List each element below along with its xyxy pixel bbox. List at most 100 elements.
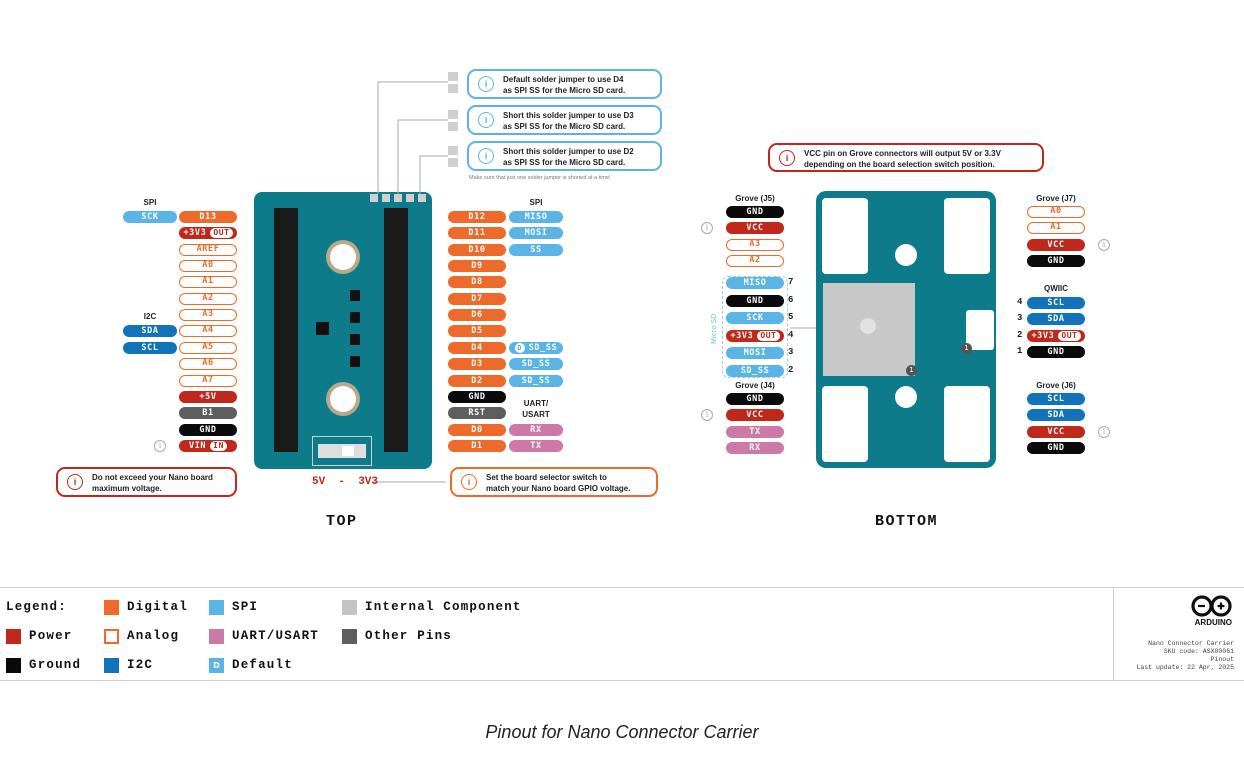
legend-swatch: [104, 600, 119, 615]
solder-jumper: [370, 194, 378, 202]
pin-label-grove-j5: A2: [726, 255, 784, 267]
legend-label: I2C: [127, 658, 154, 672]
legend-swatch: [6, 658, 21, 673]
pin-name: SDA: [1047, 410, 1065, 420]
jumper-pad: [350, 312, 360, 323]
jumper-pad: [350, 334, 360, 345]
pin-label-qwiic: SDA: [1027, 313, 1085, 325]
jumper-d4-note: i Default solder jumper to use D4 as SPI…: [467, 69, 662, 99]
pin-label-right: D9: [448, 260, 506, 272]
qwiic-title: QWIIC: [1044, 284, 1068, 293]
function-label-left: SCK: [123, 211, 177, 223]
pin-label-right: D0: [448, 424, 506, 436]
function-label-right: MOSI: [509, 227, 563, 239]
pin-name: MISO: [743, 278, 767, 288]
legend-title: Legend:: [6, 600, 67, 614]
top-section-title: TOP: [326, 513, 358, 530]
pin-label-grove-j6: GND: [1027, 442, 1085, 454]
jumper-pad: [350, 356, 360, 367]
pin-label-right: D8: [448, 276, 506, 288]
pin-label-right: RST: [448, 407, 506, 419]
legend-swatch: [6, 629, 21, 644]
pin-name: VCC: [746, 223, 764, 233]
warning-icon: i: [779, 149, 795, 166]
pin-label-grove-j4: TX: [726, 426, 784, 438]
pin-label-left: A5: [179, 342, 237, 354]
vcc-note: i VCC pin on Grove connectors will outpu…: [768, 143, 1044, 172]
pin-label-right: D1: [448, 440, 506, 452]
info-icon: i: [701, 409, 713, 421]
pin-label-right: D2: [448, 375, 506, 387]
pin-name: B1: [202, 408, 214, 418]
function-label-right: MISO: [509, 211, 563, 223]
pin-number: 4: [1017, 297, 1023, 307]
pin-number: 7: [788, 277, 794, 287]
left-pin-header: [274, 208, 298, 452]
pin-name: D6: [471, 310, 483, 320]
pin-label-grove-j5: GND: [726, 206, 784, 218]
selector-switch[interactable]: [312, 436, 372, 466]
info-icon: i: [701, 222, 713, 234]
micro-sd-group-frame: [722, 276, 788, 378]
pin-label-qwiic: SCL: [1027, 297, 1085, 309]
pin-name: SDA: [141, 326, 159, 336]
right-spi-group-title: SPI: [529, 198, 543, 207]
pin-label-grove-j6: SDA: [1027, 409, 1085, 421]
pin-name: D10: [468, 245, 486, 255]
function-label-right: SD_SS: [509, 375, 563, 387]
function-label-right: SD_SS: [509, 358, 563, 370]
pin-label-left: D13: [179, 211, 237, 223]
pin-label-left: A4: [179, 325, 237, 337]
direction-tag: OUT: [210, 228, 233, 238]
pin-label-grove-j5: A3: [726, 239, 784, 251]
grove-j7-title: Grove (J7): [1036, 194, 1076, 203]
pin-label-left: A0: [179, 260, 237, 272]
pin-name: A0: [1050, 206, 1062, 216]
function-label-right: RX: [509, 424, 563, 436]
pin-label-micro-sd: GND: [726, 295, 784, 307]
info-icon: i: [1098, 426, 1110, 438]
warning-icon: i: [461, 474, 477, 490]
pin-name: A3: [202, 309, 214, 319]
pin-name: SCL: [1047, 394, 1065, 404]
info-icon: i: [478, 76, 494, 92]
pin-name: A7: [202, 375, 214, 385]
pin-name: A2: [749, 255, 761, 265]
legend-label: Default: [232, 658, 293, 672]
pin-name: GND: [1047, 443, 1065, 453]
mounting-hole: [330, 244, 356, 270]
legend-label: Internal Component: [365, 600, 522, 614]
pin-label-left: A1: [179, 276, 237, 288]
pin-label-micro-sd: SCK: [726, 312, 784, 324]
brand-name: ARDUINO: [1194, 618, 1232, 627]
pin-name: MOSI: [524, 228, 548, 238]
pin-name: A4: [202, 325, 214, 335]
pin-name: SCL: [1047, 298, 1065, 308]
pin-label-left: B1: [179, 407, 237, 419]
pin-name: D2: [471, 376, 483, 386]
pin-label-grove-j7: GND: [1027, 255, 1085, 267]
grove-connector-j4: [822, 386, 868, 462]
pin-number: 3: [788, 347, 794, 357]
legend-swatch: [104, 658, 119, 673]
pin-label-left: AREF: [179, 244, 237, 256]
pin-label-grove-j6: VCC: [1027, 426, 1085, 438]
function-label-left: SCL: [123, 342, 177, 354]
pin-name: GND: [468, 392, 486, 402]
warning-icon: i: [67, 474, 83, 490]
legend-swatch: [342, 600, 357, 615]
pin1-marker: 1: [906, 365, 917, 376]
pin-name: A0: [202, 260, 214, 270]
mounting-hole: [895, 244, 917, 266]
pin-name: D1: [471, 441, 483, 451]
right-pin-header: [384, 208, 408, 452]
mounting-hole: [895, 386, 917, 408]
pin-label-grove-j4: GND: [726, 393, 784, 405]
info-icon: i: [478, 148, 494, 164]
pin-name: SCK: [746, 313, 764, 323]
pin-name: D12: [468, 212, 486, 222]
info-icon: i: [478, 112, 494, 128]
grove-j5-title: Grove (J5): [735, 194, 775, 203]
